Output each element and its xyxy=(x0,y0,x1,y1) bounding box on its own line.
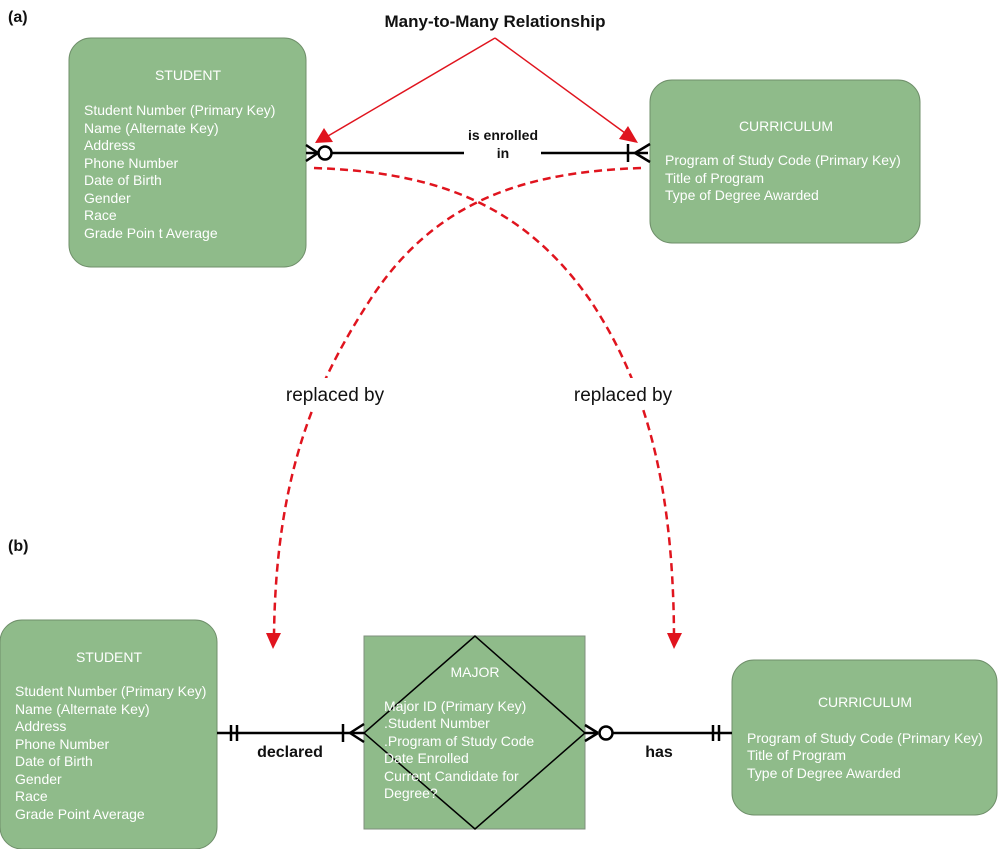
entity-name: CURRICULUM xyxy=(739,118,833,134)
attribute: Current Candidate for xyxy=(384,768,519,784)
entity-curriculum-b[interactable]: CURRICULUM Program of Study Code (Primar… xyxy=(731,659,998,816)
replacement-curves xyxy=(266,166,682,649)
entity-box xyxy=(0,619,218,849)
associative-diamond-icon xyxy=(362,635,587,830)
label-bg xyxy=(270,378,400,408)
attribute: Title of Program xyxy=(665,170,764,186)
arrow-to-student-end xyxy=(327,37,496,137)
relationship-label: has xyxy=(645,744,673,761)
entity-student-b[interactable]: STUDENT Student Number (Primary Key) Nam… xyxy=(0,619,218,849)
replaced-by-label-right: replaced by xyxy=(574,385,673,406)
entity-name: STUDENT xyxy=(76,649,143,665)
entity-major[interactable]: MAJOR Major ID (Primary Key) .Student Nu… xyxy=(362,635,587,830)
arrow-head-to-declared xyxy=(266,633,281,649)
attribute: Phone Number xyxy=(84,155,179,171)
attribute: Grade Point Average xyxy=(15,806,145,822)
arrow-head-to-has xyxy=(667,633,682,649)
attribute: Program of Study Code (Primary Key) xyxy=(665,152,901,168)
attribute: Degree? xyxy=(384,785,438,801)
attribute: Date of Birth xyxy=(84,172,162,188)
arrow-to-curriculum-end xyxy=(494,37,626,134)
arrow-head-right xyxy=(619,126,638,143)
crows-foot-one-many-icon xyxy=(626,142,651,164)
attribute: Address xyxy=(15,718,66,734)
attribute: Major ID (Primary Key) xyxy=(384,698,526,714)
attribute: Grade Poin t Average xyxy=(84,225,218,241)
attribute: Name (Alternate Key) xyxy=(84,120,219,136)
attribute: Program of Study Code (Primary Key) xyxy=(747,730,983,746)
label-bg xyxy=(558,378,688,408)
attribute: Phone Number xyxy=(15,736,110,752)
attribute: .Student Number xyxy=(384,715,490,731)
relationship-label-line2: in xyxy=(497,145,509,161)
attribute: Date Enrolled xyxy=(384,750,469,766)
relationship-has[interactable]: has xyxy=(584,723,732,761)
attribute: Title of Program xyxy=(747,747,846,763)
attribute: Name (Alternate Key) xyxy=(15,701,150,717)
relationship-label-line1: is enrolled xyxy=(468,127,538,143)
attribute: Date of Birth xyxy=(15,753,93,769)
attribute: Gender xyxy=(15,771,62,787)
attribute: Type of Degree Awarded xyxy=(747,765,901,781)
exactly-one-icon xyxy=(711,725,721,741)
attribute: Race xyxy=(15,788,48,804)
entity-name: MAJOR xyxy=(451,664,500,680)
crows-foot-zero-many-icon xyxy=(584,723,614,743)
entity-box xyxy=(731,659,998,816)
diagram-title: Many-to-Many Relationship xyxy=(384,12,605,31)
relationship-declared[interactable]: declared xyxy=(217,722,365,761)
attribute: Student Number (Primary Key) xyxy=(15,683,206,699)
entity-student-a[interactable]: STUDENT Student Number (Primary Key) Nam… xyxy=(68,37,307,268)
attribute: Type of Degree Awarded xyxy=(665,187,819,203)
crows-foot-zero-many-icon xyxy=(305,143,333,163)
title-arrows xyxy=(315,37,638,143)
panel-label-b: (b) xyxy=(8,538,28,555)
exactly-one-icon xyxy=(229,725,239,741)
attribute: Student Number (Primary Key) xyxy=(84,102,275,118)
entity-name: STUDENT xyxy=(155,67,222,83)
attribute: .Program of Study Code xyxy=(384,733,534,749)
relationship-is-enrolled-in[interactable]: is enrolled in xyxy=(305,127,651,164)
entity-curriculum-a[interactable]: CURRICULUM Program of Study Code (Primar… xyxy=(649,79,921,244)
replaced-by-curve-relationship xyxy=(313,166,676,636)
entity-name: CURRICULUM xyxy=(818,694,912,710)
replaced-by-label-left: replaced by xyxy=(286,385,385,406)
attribute: Race xyxy=(84,207,117,223)
panel-label-a: (a) xyxy=(8,9,28,26)
attribute: Gender xyxy=(84,190,131,206)
replaced-by-curve-entity xyxy=(272,166,642,636)
crows-foot-one-many-icon xyxy=(341,722,365,744)
attribute: Address xyxy=(84,137,135,153)
relationship-label: declared xyxy=(257,744,323,761)
arrow-head-left xyxy=(315,128,333,143)
